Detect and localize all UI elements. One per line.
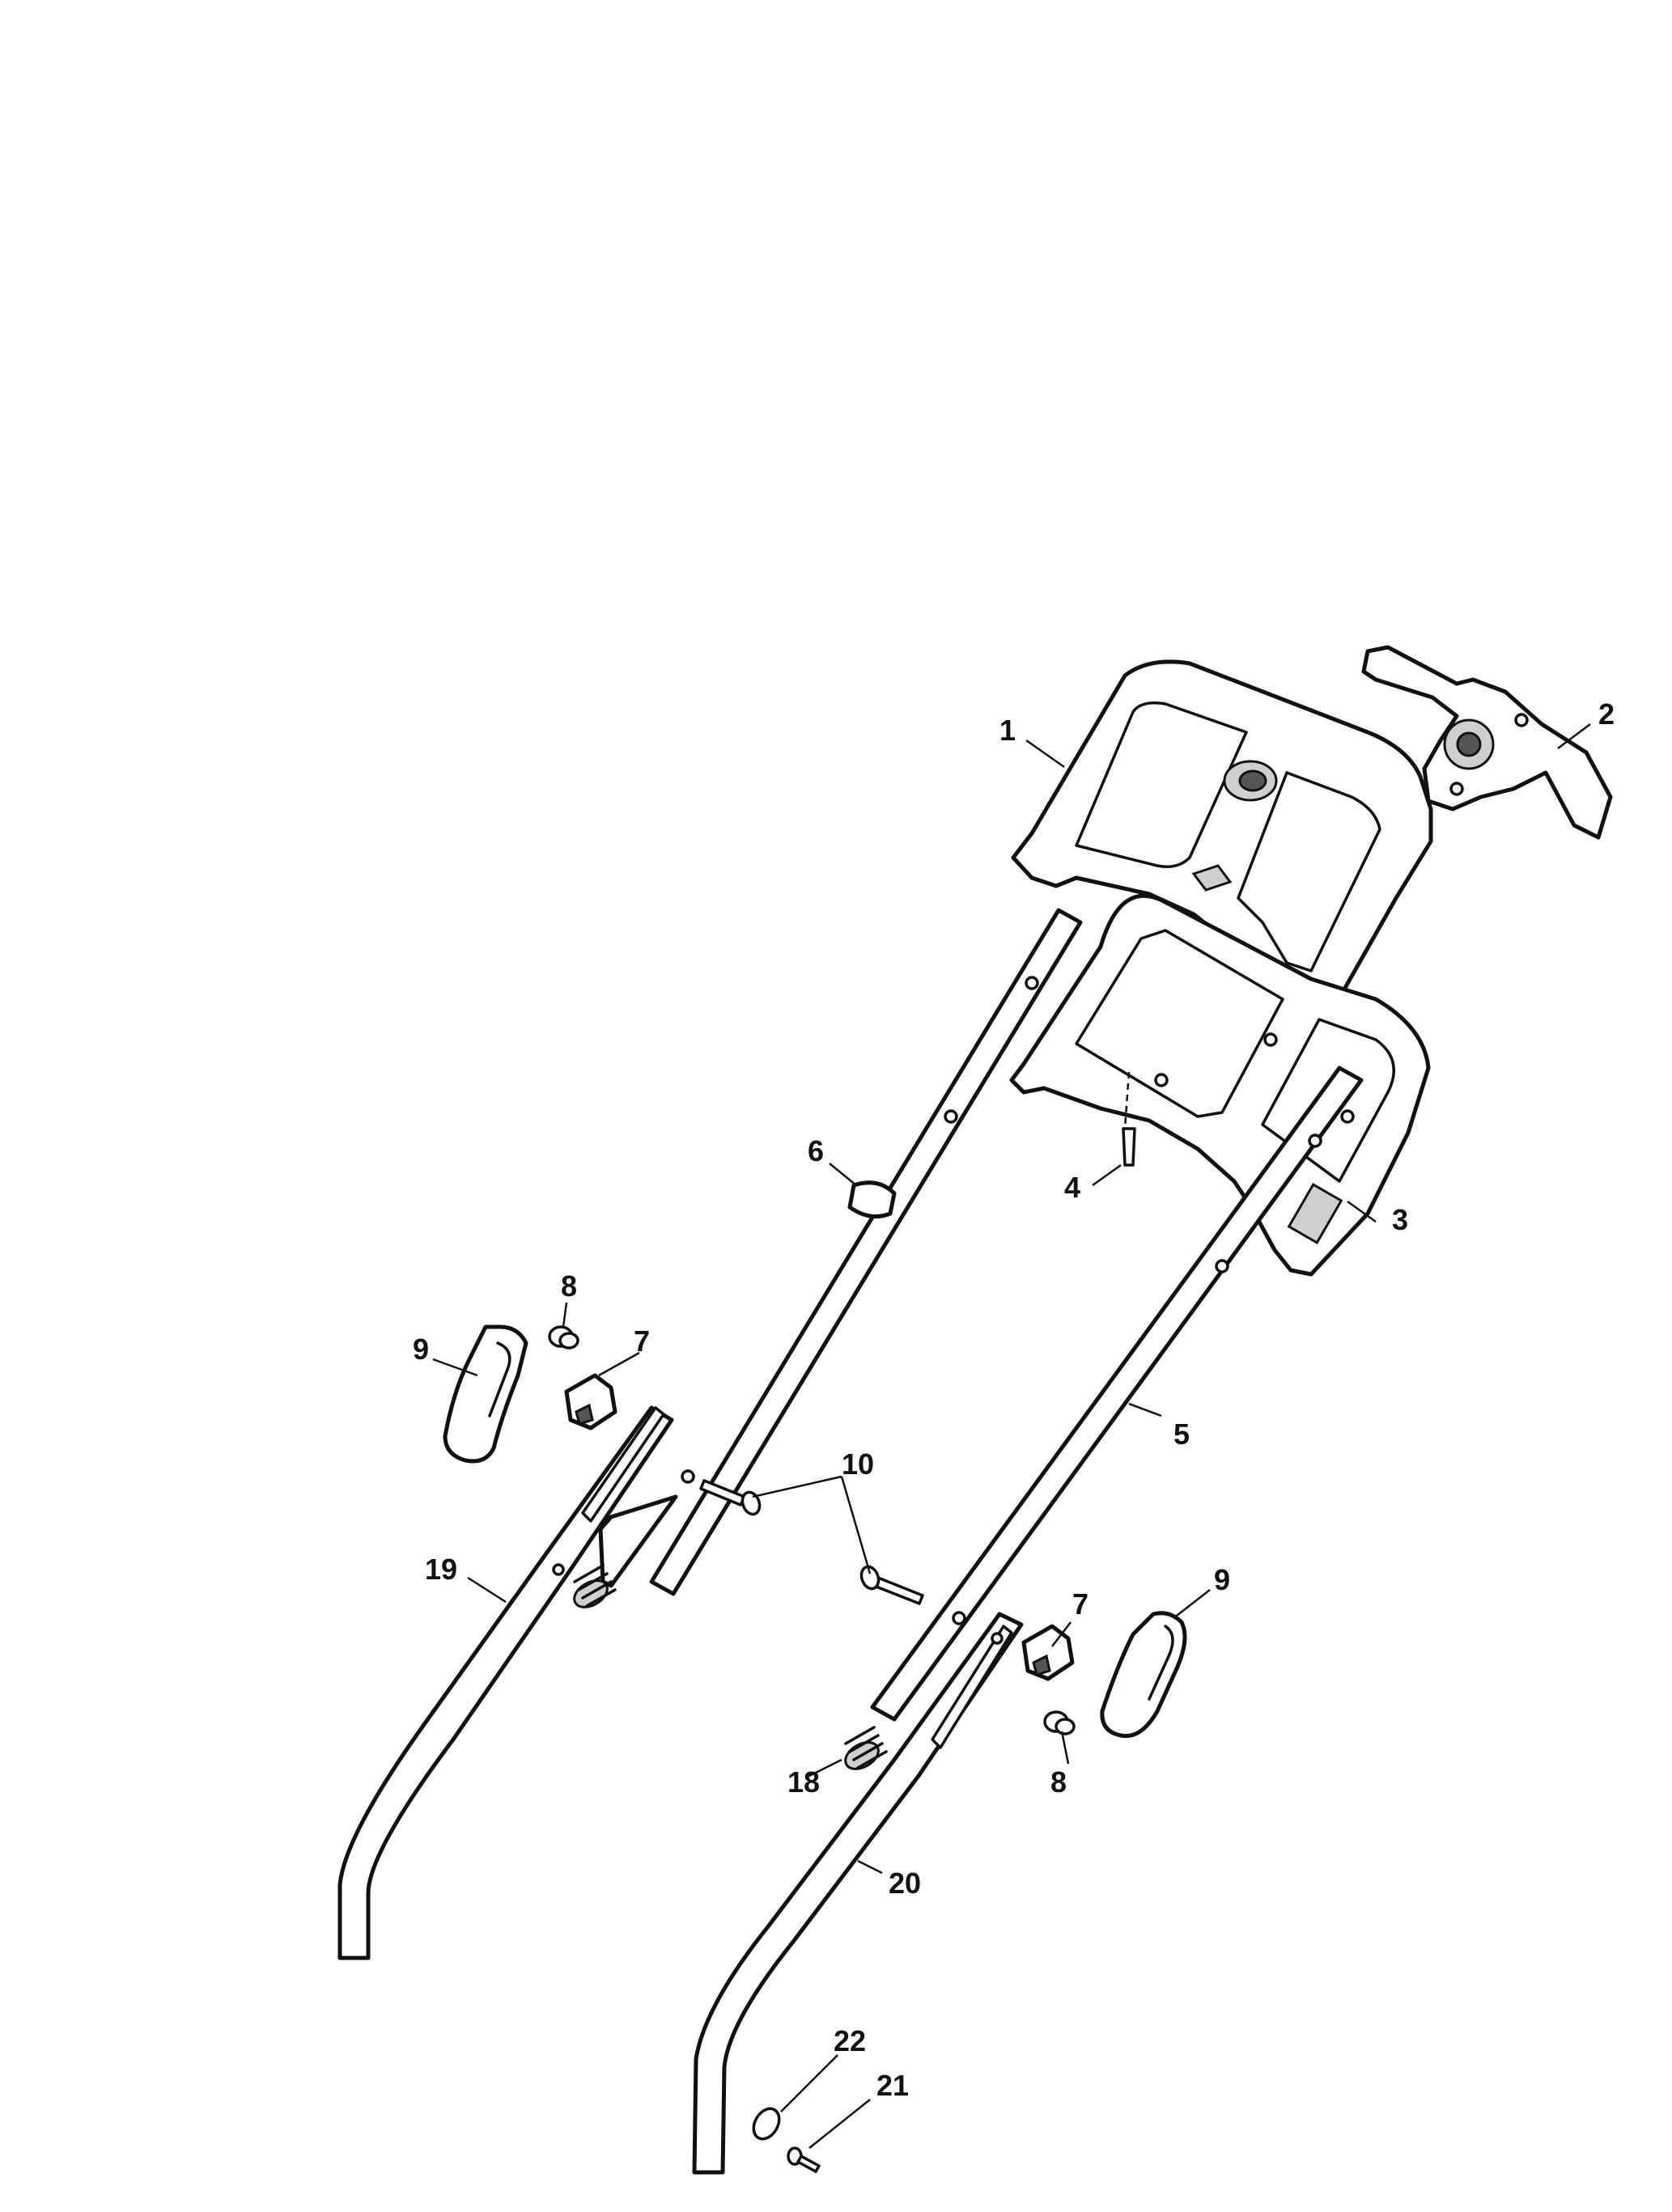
part-19-left-lower-tube[interactable] (337, 1405, 674, 1960)
part-4-screw[interactable] (1122, 1071, 1136, 1167)
callout-3: 3 (1392, 1203, 1408, 1236)
callout-4: 4 (1064, 1171, 1080, 1204)
callout-6: 6 (808, 1134, 824, 1167)
leader-lines (432, 723, 1591, 2149)
part-20-right-lower-tube[interactable] (692, 1612, 1024, 2175)
part-7-clamp-right[interactable] (1021, 1624, 1075, 1681)
part-9-knob-right[interactable] (1100, 1611, 1187, 1739)
callout-1: 1 (999, 714, 1016, 747)
callout-8-left: 8 (561, 1269, 577, 1303)
callout-7-right: 7 (1072, 1587, 1088, 1621)
part-8-nut-left[interactable] (548, 1325, 579, 1350)
part-18-spring-right[interactable] (841, 1726, 888, 1774)
callout-8-right: 8 (1050, 1765, 1067, 1799)
part-1-handle-frame[interactable] (1011, 659, 1433, 1058)
callout-9-right: 9 (1214, 1563, 1230, 1596)
callout-22: 22 (834, 2024, 866, 2057)
part-7-clamp-left[interactable] (564, 1373, 617, 1430)
part-5-right-upper-tube[interactable] (870, 1066, 1364, 1722)
part-10-bolt-lower[interactable] (859, 1564, 924, 1605)
part-21-screw[interactable] (787, 2146, 821, 2173)
callout-21: 21 (876, 2069, 909, 2102)
part-10-bolt-upper[interactable] (699, 1479, 762, 1517)
part-2-control-lever[interactable] (1361, 645, 1613, 840)
callout-9-left: 9 (413, 1333, 429, 1366)
callout-2: 2 (1598, 697, 1615, 731)
part-18-spring-left[interactable] (570, 1564, 617, 1612)
callout-20: 20 (889, 1867, 921, 1900)
part-8-nut-right[interactable] (1043, 1710, 1076, 1735)
part-22-washer[interactable] (749, 2104, 784, 2144)
callout-18: 18 (787, 1765, 820, 1799)
callout-19: 19 (425, 1553, 457, 1586)
part-3-lower-frame[interactable] (1009, 893, 1431, 1277)
callout-labels: 1 2 3 4 5 6 8 7 9 10 19 9 7 18 8 20 22 2… (413, 697, 1615, 2102)
callout-10: 10 (842, 1447, 874, 1481)
part-9-knob-left[interactable] (443, 1324, 528, 1464)
callout-7-left: 7 (634, 1324, 650, 1358)
part-6-left-upper-tube[interactable] (598, 908, 1083, 1596)
callout-5: 5 (1173, 1417, 1190, 1451)
